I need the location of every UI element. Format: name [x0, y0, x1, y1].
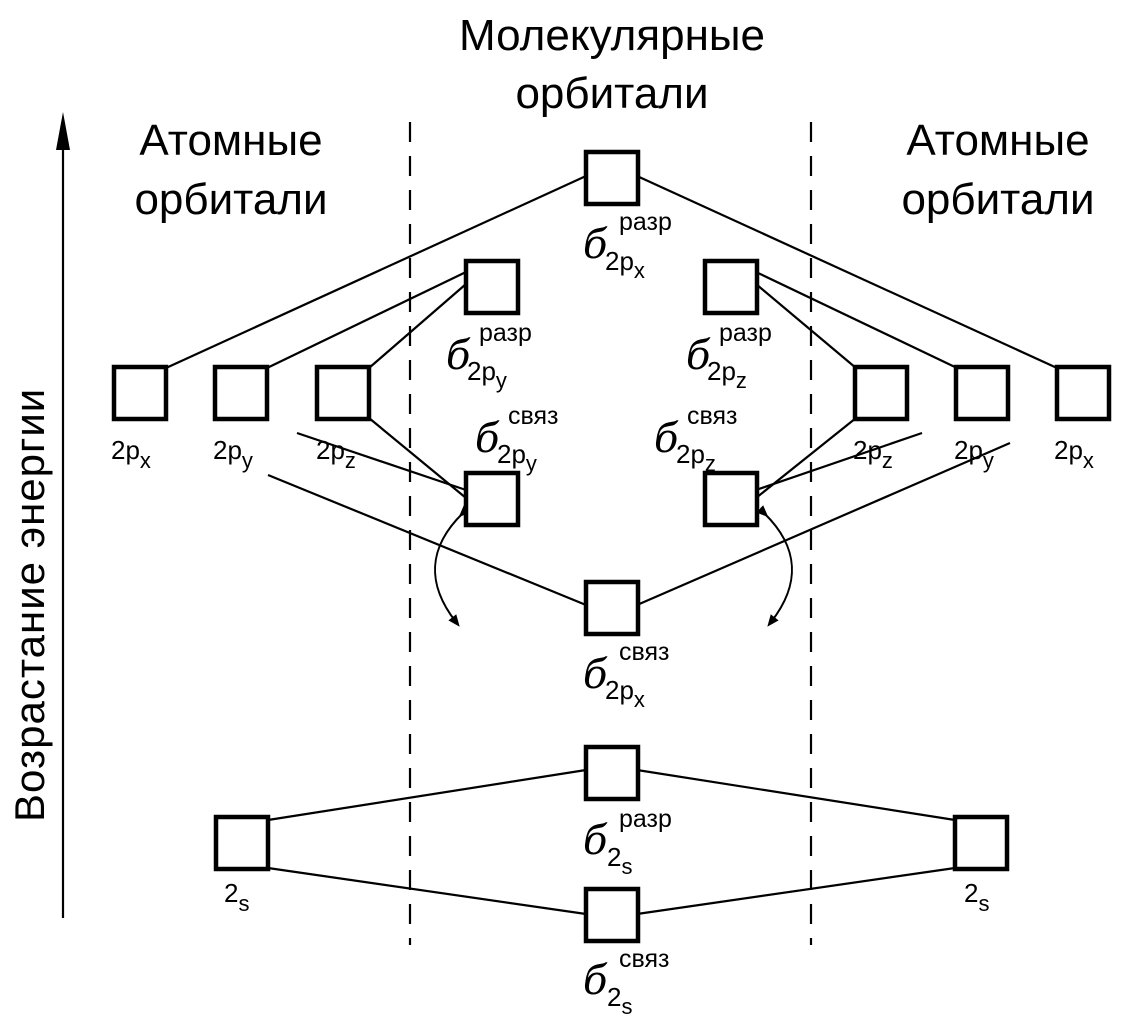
mo-sup: разр — [479, 319, 532, 347]
mo-sup: связ — [619, 638, 670, 666]
header-molecular-line1: Молекулярные — [459, 11, 765, 60]
swap-arrow-right — [756, 505, 793, 627]
header-atomic-left-line1: Атомные — [139, 116, 322, 165]
mo-sub: 2pz — [676, 439, 716, 476]
mo-symbol: б — [583, 222, 608, 268]
orbital-box-2py-right — [953, 364, 1011, 422]
orbital-box-2px-left — [111, 364, 169, 422]
line-2s-right-bond — [636, 866, 956, 916]
mo-sup: связ — [508, 402, 559, 430]
energy-axis-arrowhead — [56, 112, 70, 150]
line-2px-right-anti — [636, 174, 1058, 370]
mo-symbol: б — [583, 818, 608, 864]
mo-sup: разр — [619, 805, 672, 833]
orbital-box-2px-right — [1054, 364, 1112, 422]
mo-box-sigma-2pz-anti — [702, 258, 760, 316]
orbital-label-2s-right: 2s — [964, 878, 989, 916]
mo-sub: 2py — [497, 439, 537, 476]
orbital-label-2pz-right: 2pz — [853, 435, 893, 473]
mo-box-sigma-2px-bond — [583, 579, 641, 637]
orbital-label-2s-left: 2s — [224, 878, 249, 916]
mo-symbol: б — [654, 416, 679, 462]
mo-sub: 2px — [605, 246, 645, 283]
line-2px-left-anti — [165, 174, 587, 370]
mo-box-sigma-2px-anti — [583, 149, 641, 207]
mo-symbol: б — [583, 958, 608, 1004]
line-2py-right-anti — [755, 271, 958, 369]
mo-label-sigma-2pz-bond: б связ 2pz — [654, 402, 738, 476]
orbital-label-2py-right: 2py — [954, 435, 994, 473]
mo-box-sigma-2py-anti — [463, 258, 521, 316]
energy-axis-label: Возрастание энергии — [6, 388, 53, 822]
orbital-label-2py-left: 2py — [213, 435, 253, 473]
line-2s-left-anti — [267, 768, 587, 822]
line-2py-left-bond — [296, 431, 467, 492]
orbital-box-2s-left — [213, 814, 271, 872]
mo-symbol: б — [583, 652, 608, 698]
line-2pz-right-anti — [755, 283, 857, 369]
mo-sub: 2s — [607, 842, 632, 879]
mo-label-sigma-2px-anti: б разр 2px — [583, 208, 672, 283]
mo-label-sigma-2pz-anti: б разр 2pz — [686, 319, 772, 393]
header-molecular-line2: орбитали — [515, 69, 708, 118]
header-atomic-left-line2: орбитали — [134, 175, 327, 224]
mo-label-sigma-2py-anti: б разр 2py — [446, 319, 532, 393]
line-2px-left-bond — [267, 473, 587, 607]
orbital-label-2pz-left: 2pz — [316, 435, 356, 473]
mo-box-sigma-2py-bond — [463, 470, 521, 528]
line-2s-right-anti — [636, 768, 956, 822]
line-2px-right-bond — [636, 441, 1011, 607]
mo-sup: разр — [619, 208, 672, 236]
mo-label-sigma-2py-bond: б связ 2py — [475, 402, 559, 476]
orbital-box-2s-right — [952, 814, 1010, 872]
line-2s-left-bond — [267, 866, 587, 916]
line-2pz-left-bond — [368, 417, 467, 499]
orbital-box-2pz-right — [852, 364, 910, 422]
connection-lines — [165, 174, 1058, 916]
mo-sub: 2pz — [707, 356, 747, 393]
mo-symbol: б — [446, 333, 471, 379]
line-2pz-left-anti — [368, 283, 467, 369]
header-atomic-right-line2: орбитали — [901, 175, 1094, 224]
mo-symbol: б — [686, 333, 711, 379]
mo-label-sigma-2px-bond: б связ 2px — [583, 638, 670, 712]
mo-sub: 2py — [467, 356, 507, 393]
mo-box-sigma-2s-bond — [583, 886, 641, 944]
orbital-box-2pz-left — [314, 364, 372, 422]
mo-box-sigma-2pz-bond — [702, 470, 760, 528]
line-2pz-right-bond — [755, 417, 857, 499]
orbital-box-2py-left — [212, 364, 270, 422]
mo-sub: 2s — [607, 982, 632, 1019]
header-atomic-right-line1: Атомные — [906, 116, 1089, 165]
swap-arrow-left — [434, 505, 471, 627]
orbital-label-2px-right: 2px — [1054, 435, 1094, 473]
mo-label-sigma-2s-bond: б связ 2s — [583, 945, 670, 1019]
mo-sup: разр — [719, 319, 772, 347]
mo-sup: связ — [687, 402, 738, 430]
line-2py-left-anti — [266, 271, 467, 369]
line-2py-right-bond — [755, 431, 923, 492]
mo-sup: связ — [619, 945, 670, 973]
mo-label-sigma-2s-anti: б разр 2s — [583, 805, 672, 879]
mo-sub: 2px — [605, 675, 645, 712]
orbital-label-2px-left: 2px — [111, 435, 151, 473]
mo-symbol: б — [475, 416, 500, 462]
mo-box-sigma-2s-anti — [583, 744, 641, 802]
